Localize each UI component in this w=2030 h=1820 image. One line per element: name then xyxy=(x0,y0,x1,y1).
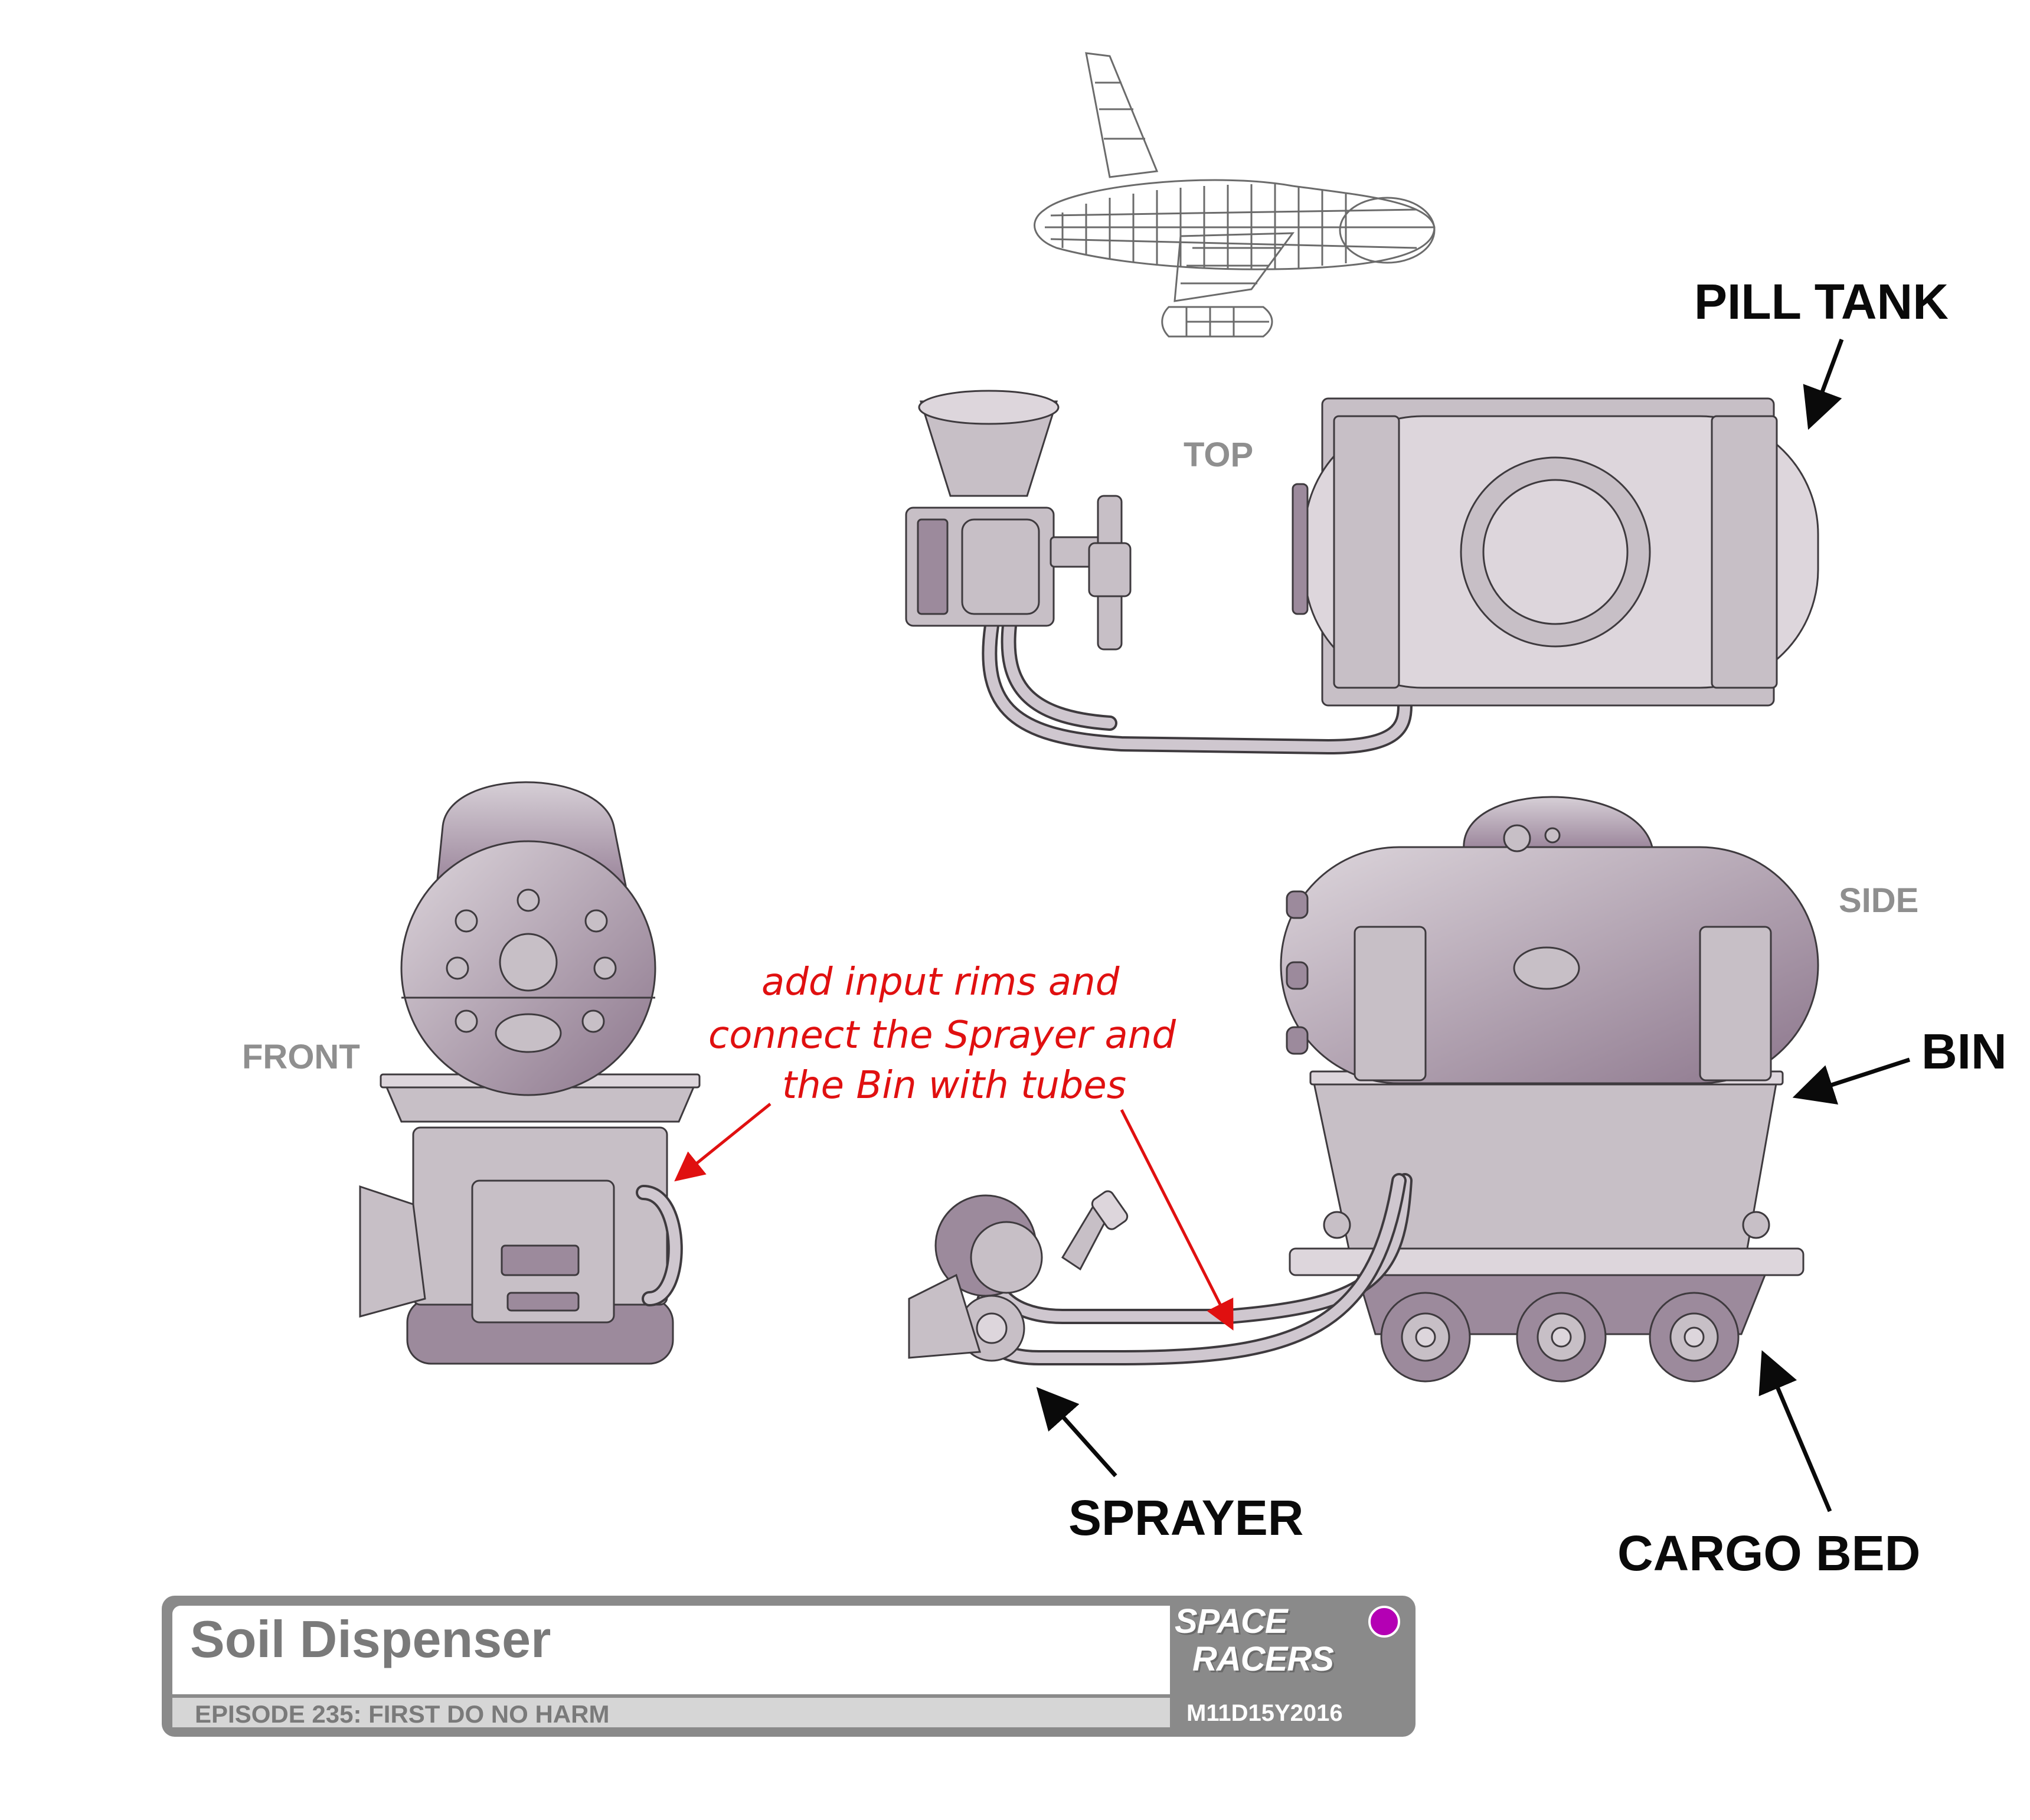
view-label-side: SIDE xyxy=(1839,881,1918,920)
callout-cargo-bed: CARGO BED xyxy=(1617,1525,1920,1581)
note-line-2: connect the Sprayer and xyxy=(708,1014,1176,1057)
logo-line-2: RACERS xyxy=(1192,1640,1334,1678)
status-dot xyxy=(1368,1606,1400,1638)
note-line-1: add input rims and xyxy=(761,960,1120,1004)
note-line-3: the Bin with tubes xyxy=(782,1064,1126,1107)
episode-label: EPISODE 235: FIRST DO NO HARM xyxy=(195,1700,610,1728)
space-racers-logo: SPACE RACERS xyxy=(1175,1603,1352,1691)
title-box xyxy=(172,1606,1170,1694)
note-arrow-front xyxy=(674,1103,772,1182)
callout-pill-tank: PILL TANK xyxy=(1694,274,1949,329)
side-view-drawing xyxy=(908,796,1819,1383)
arrow-pill-tank xyxy=(1803,338,1844,430)
callout-sprayer: SPRAYER xyxy=(1068,1490,1303,1545)
front-view-drawing xyxy=(359,781,701,1365)
arrow-sprayer xyxy=(1036,1387,1117,1478)
top-view-drawing xyxy=(905,390,1819,755)
view-label-top: TOP xyxy=(1184,436,1253,474)
annotation-note: add input rims and connect the Sprayer a… xyxy=(674,960,1234,1331)
callout-bin: BIN xyxy=(1921,1024,2007,1079)
arrow-cargo-bed xyxy=(1758,1350,1832,1512)
date-stamp: M11D15Y2016 xyxy=(1186,1700,1343,1726)
episode-bar xyxy=(172,1698,1170,1727)
wireframe-ship-drawing xyxy=(1034,52,1436,338)
logo-line-1: SPACE xyxy=(1175,1602,1288,1641)
arrow-bin xyxy=(1792,1057,1911,1105)
view-label-front: FRONT xyxy=(242,1038,360,1076)
drawing-title: Soil Dispenser xyxy=(190,1610,551,1668)
note-arrow-side xyxy=(1120,1109,1234,1331)
